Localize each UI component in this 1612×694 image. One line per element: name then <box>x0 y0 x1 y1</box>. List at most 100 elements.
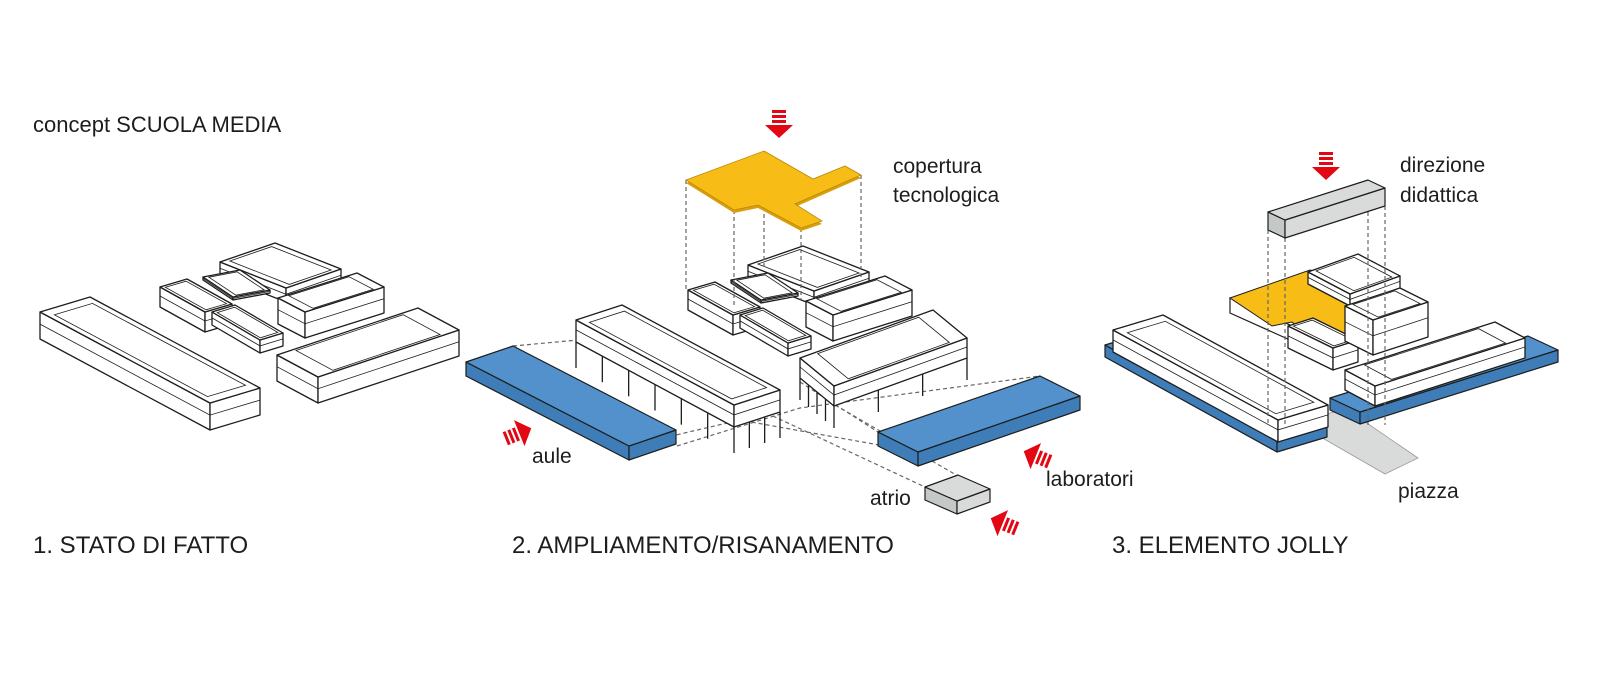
aule-arrow-stripe <box>502 431 511 446</box>
p2-ground-line-4 <box>759 409 926 488</box>
p3-block-tall-parapet <box>1351 290 1422 318</box>
aule-arrow <box>502 420 532 447</box>
p3-block-front-band <box>1287 335 1359 359</box>
panel-2-title: 2. AMPLIAMENTO/RISANAMENTO <box>512 532 894 559</box>
p2-long-building-parapet <box>588 310 768 400</box>
p3-block-tall-band <box>1344 317 1429 337</box>
p3-right-building-band <box>1344 346 1526 396</box>
p2-right-building-top-face <box>799 309 968 387</box>
direzione-didattica-block <box>1267 179 1386 239</box>
p3-long-building-band <box>1112 339 1329 431</box>
p1-school-cluster-block-front-band <box>211 317 284 347</box>
p2-roof-arrow-stripe <box>772 120 786 123</box>
p2-roof-arrow <box>765 110 793 138</box>
p3-right-building-parapet <box>1363 328 1507 380</box>
p2-roof-arrow-stripe <box>772 115 786 118</box>
drawing-layer <box>39 110 1559 537</box>
atrio-block-top-face <box>924 474 991 502</box>
aule-arrow-head <box>513 420 532 447</box>
p3-long-building-top-face <box>1112 314 1329 421</box>
atrio-arrow-stripe <box>1006 519 1015 534</box>
p2-school-cluster-courtyard <box>730 272 799 304</box>
p1-long-building-parapet <box>53 302 247 398</box>
p1-school-cluster-block-left-top-face <box>159 278 233 313</box>
p3-direzione-arrow-stripe <box>1319 162 1333 165</box>
p1-school-cluster <box>159 242 385 354</box>
p2-school-cluster-block-front-band <box>739 320 812 350</box>
label-copertura: copertura <box>893 155 982 178</box>
p2-right-building <box>799 309 968 428</box>
p1-school-cluster-block-back-parapet <box>228 246 333 285</box>
p1-school-cluster-block-tall-top-face <box>277 272 385 313</box>
p2-school-cluster-block-tall-band <box>805 301 913 328</box>
p2-long-building-top-face <box>575 304 781 406</box>
aule-arrow-stripe <box>507 429 516 444</box>
p1-school-cluster-block-tall-band <box>277 298 385 325</box>
laboratori-arrow <box>1023 443 1053 470</box>
p2-school-cluster-courtyard-top-face <box>730 272 799 301</box>
p1-school-cluster-courtyard <box>202 269 271 301</box>
label-atrio: atrio <box>870 487 911 510</box>
p3-long-building <box>1112 314 1329 443</box>
p1-long-building-top-face <box>39 296 261 404</box>
panel-3-title: 3. ELEMENTO JOLLY <box>1112 532 1349 559</box>
p3-right-building <box>1344 321 1526 407</box>
label-direzione: direzione <box>1400 154 1485 177</box>
label-tecnologica: tecnologica <box>893 184 1000 207</box>
p1-right-building-parapet <box>294 314 442 371</box>
p3-block-back-parapet <box>1315 256 1393 292</box>
label-piazza: piazza <box>1398 480 1459 503</box>
laboratori-arrow-stripe <box>1039 452 1048 467</box>
p2-roof-arrow-head <box>765 125 793 138</box>
p1-school-cluster-courtyard-top-face <box>202 269 271 298</box>
p1-right-building-band <box>276 341 460 390</box>
p3-block-tall-top-face <box>1344 287 1429 321</box>
laboratori-arrow-stripe <box>1044 454 1053 469</box>
p3-right-building-top-face <box>1344 321 1526 387</box>
p3-direzione-arrow-stripe <box>1319 157 1333 160</box>
atrio-arrow <box>990 510 1020 537</box>
p1-long-building-band <box>39 323 261 416</box>
p1-long-building <box>39 296 261 431</box>
p3-long-building-parapet <box>1126 320 1315 415</box>
p1-school-cluster-courtyard-parapet <box>207 271 266 296</box>
copertura-tecnologica-roof <box>685 150 862 229</box>
p2-school-cluster <box>687 245 913 357</box>
p2-school-cluster-block-back-parapet <box>756 249 861 288</box>
p2-school-cluster-block-left-top-face <box>687 281 761 316</box>
p2-right-building-parapet <box>816 316 951 380</box>
atrio-arrow-stripe <box>1011 521 1020 536</box>
p1-school-cluster-block-front-top-face <box>211 304 284 341</box>
label-didattica: didattica <box>1400 184 1479 207</box>
p1-school-cluster-courtyard-band <box>202 278 271 299</box>
p2-long-building <box>575 304 781 453</box>
laboratori-block <box>877 375 1081 467</box>
p1-school-cluster-block-front-parapet <box>216 306 279 339</box>
p2-school-cluster-courtyard-parapet <box>735 274 794 299</box>
p2-ground-line-6 <box>799 381 879 433</box>
p3-block-back <box>1307 253 1401 307</box>
p2-school-cluster-courtyard-band <box>730 281 799 302</box>
p2-ground-line-2 <box>676 375 1041 447</box>
p2-school-cluster-block-tall-parapet <box>815 279 903 312</box>
p1-school-cluster-block-front <box>211 304 284 354</box>
atrio-arrow-stripe <box>1002 517 1011 532</box>
p3-direzione-arrow-head <box>1312 167 1340 180</box>
atrio-arrow-head <box>990 510 1009 537</box>
p1-right-building-top-face <box>276 307 460 378</box>
panel-1-title: 1. STATO DI FATTO <box>33 532 248 559</box>
laboratori-arrow-stripe <box>1035 450 1044 465</box>
p2-long-building-band <box>575 329 781 416</box>
p1-school-cluster-block-left-parapet <box>164 280 228 311</box>
p2-right-building-band <box>799 346 968 396</box>
p3-block-back-band <box>1307 277 1401 300</box>
aule-block <box>465 345 677 461</box>
p2-roof-arrow-stripe <box>772 110 786 113</box>
p2-school-cluster-block-front <box>739 307 812 357</box>
aule-block-top-face <box>465 345 677 447</box>
atrio-block <box>924 474 991 515</box>
p2-school-cluster-block-tall <box>805 275 913 342</box>
diagram-title: concept SCUOLA MEDIA <box>33 112 282 137</box>
p1-school-cluster-block-tall <box>277 272 385 339</box>
